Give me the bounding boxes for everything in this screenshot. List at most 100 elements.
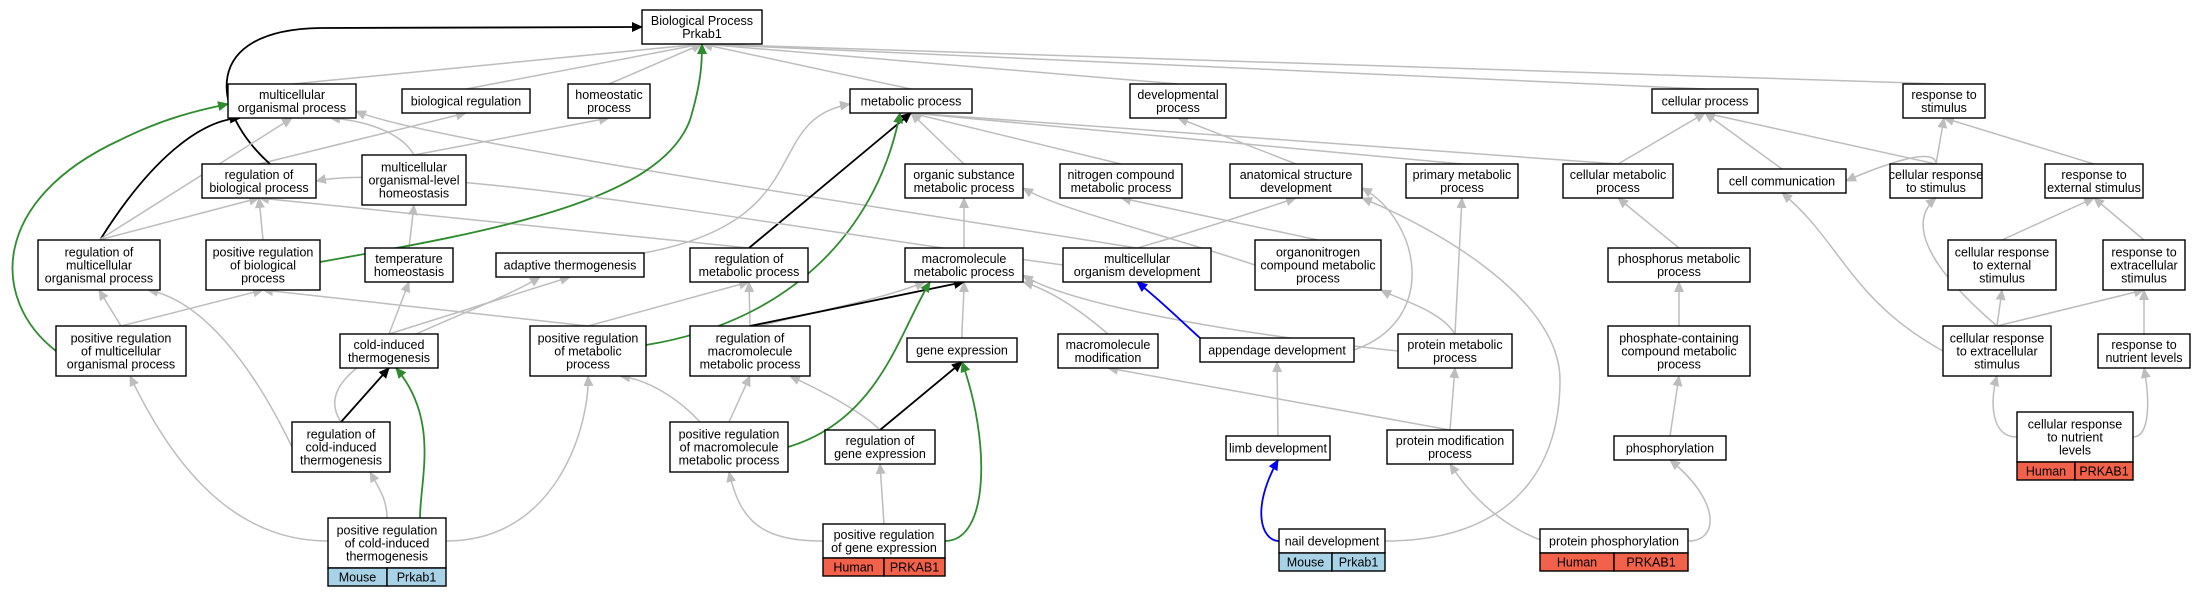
node-box-mop [227, 83, 357, 119]
node-metab[interactable]: metabolic process [849, 88, 973, 114]
edge-prmop-to-rmop [98, 289, 122, 327]
node-ge[interactable]: gene expression [906, 337, 1018, 363]
node-box-ncmp [1059, 163, 1183, 199]
node-label-res-1: external stimulus [2047, 181, 2141, 195]
node-label-pmp-0: primary metabolic [1413, 168, 1512, 182]
node-label-rmop-0: regulation of [65, 246, 134, 260]
node-cc[interactable]: cell communication [1717, 168, 1847, 194]
edge-rmmp-to-rmp [744, 281, 755, 327]
node-box-rcit [291, 421, 391, 473]
node-nd[interactable]: nail development [1278, 528, 1386, 554]
node-box-homeo [567, 83, 651, 119]
node-ld[interactable]: limb development [1225, 435, 1331, 461]
node-breg[interactable]: biological regulation [401, 88, 531, 114]
node-label-cellp-0: cellular process [1662, 95, 1749, 109]
edge-cres-to-res [2001, 197, 2095, 241]
node-phos[interactable]: phosphorylation [1613, 435, 1727, 461]
node-label-cres2-1: to extracellular [1956, 345, 2037, 359]
edge-prmop-to-mop [11, 101, 229, 352]
node-label-rcit-1: cold-induced [306, 441, 377, 455]
node-label-cres2-2: stimulus [1974, 358, 2020, 372]
node-label-ocmp-0: organonitrogen [1276, 246, 1360, 260]
edge-cres2-to-cres [1995, 289, 2006, 327]
node-label-prcit-0: positive regulation [337, 524, 438, 538]
node-label-prmop-2: organismal process [67, 358, 175, 372]
edge-crs-to-cellp [1704, 110, 1937, 165]
edge-pmp-to-metab [910, 108, 1463, 165]
node-label-mm-1: modification [1075, 351, 1142, 365]
node-label-crnl-1: to nutrient [2047, 431, 2103, 445]
edge-prcit-to-cit [395, 367, 426, 519]
node-label-osmp-0: organic substance [913, 168, 1015, 182]
node-ad[interactable]: appendage development [1199, 337, 1355, 363]
node-box-cit [339, 333, 439, 369]
node-label-ld-0: limb development [1229, 442, 1327, 456]
node-label-pccmp-1: compound metabolic [1621, 345, 1736, 359]
edge-nd-to-ld [1260, 459, 1280, 542]
node-box-cres2 [1942, 325, 2052, 377]
node-label-pp-0: protein phosphorylation [1549, 535, 1679, 549]
node-label-asd-1: development [1260, 181, 1332, 195]
node-cellp[interactable]: cellular process [1651, 88, 1759, 114]
edge-rbp-to-breg [258, 110, 467, 165]
node-box-resp [1902, 83, 1986, 119]
node-label-rmop-2: organismal process [45, 272, 153, 286]
node-box-pp [1539, 528, 1689, 554]
tag-label-nd-gene: Prkab1 [1339, 556, 1379, 570]
edge-mod-to-mop [355, 110, 1138, 249]
node-box-at [495, 252, 645, 278]
edge-rcit-to-rmop [147, 286, 293, 448]
edge-mop-to-bp [291, 39, 703, 85]
node-at[interactable]: adaptive thermogenesis [495, 252, 645, 278]
node-box-pccmp [1607, 325, 1751, 377]
node-label-rtes-2: stimulus [2121, 272, 2167, 286]
node-label-mod-0: multicellular [1104, 252, 1170, 266]
node-label-bp-0: Biological Process [651, 14, 753, 28]
node-label-mop-1: organismal process [238, 101, 346, 115]
edge-rmop-to-mop [98, 117, 293, 241]
edge-rtes-to-res [2093, 197, 2145, 241]
node-label-ncmp-1: metabolic process [1071, 181, 1172, 195]
node-pp[interactable]: protein phosphorylation [1539, 528, 1689, 554]
